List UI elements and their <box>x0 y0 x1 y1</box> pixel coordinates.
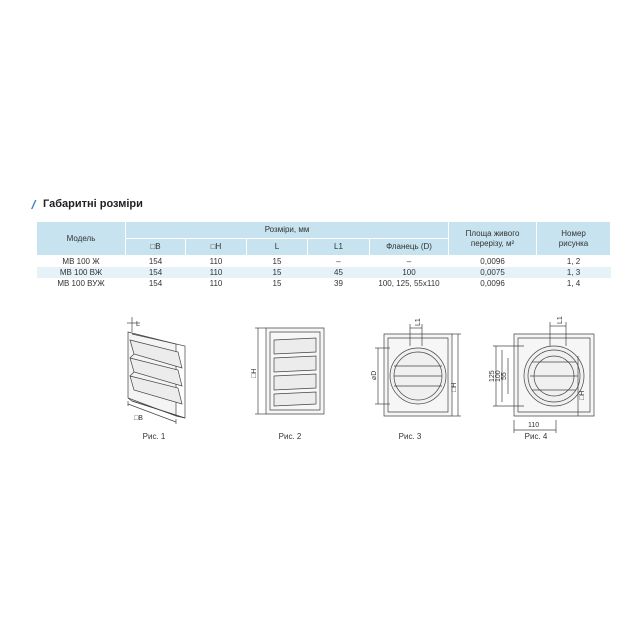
figure-4-label-100: 100 <box>495 370 502 382</box>
header-b: □B <box>125 238 186 256</box>
header-model: Модель <box>36 221 126 256</box>
cell-b: 154 <box>125 267 186 278</box>
header-figure-line1: Номер <box>561 228 586 238</box>
cell-l1: 45 <box>307 267 370 278</box>
cell-l1: 39 <box>334 279 343 288</box>
header-l: L <box>246 238 308 256</box>
figure-1-caption: Рис. 1 <box>142 432 166 441</box>
header-sizes-group: Розміри, мм <box>124 221 450 239</box>
figure-4-label-55: 55 <box>501 372 508 380</box>
section-heading: Габаритні розміри <box>30 196 143 212</box>
header-l1: L1 <box>307 238 370 256</box>
cell-h: 110 <box>185 267 247 278</box>
cell-area: 0,0096 <box>448 255 537 267</box>
figure-1: L □B Рис. 1 <box>92 316 216 444</box>
cell-h: 110 <box>209 279 223 288</box>
figure-4-caption: Рис. 4 <box>524 432 548 441</box>
header-area-line1: Площа живого <box>465 228 520 238</box>
header-area: Площа живого перерізу, м² <box>448 221 538 256</box>
figure-3: L1 ⌀D □H Рис. 3 <box>348 316 472 444</box>
figure-3-caption: Рис. 3 <box>398 432 422 441</box>
cell-l: 15 <box>272 279 282 288</box>
cell-area: 0,0075 <box>448 267 537 278</box>
figure-4-drawing: L1 125 100 55 □H 110 <box>489 316 595 433</box>
cell-l: 15 <box>246 267 308 278</box>
figure-2-caption: Рис. 2 <box>278 432 302 441</box>
figure-4-label-h: □H <box>579 391 586 400</box>
figure-2: □H Рис. 2 <box>228 316 352 444</box>
table-row: МВ 100 ВЖ 154 110 15 45 100 0,0075 1, 3 <box>36 267 611 278</box>
figure-2-label-h: □H <box>251 369 258 378</box>
cell-flange: 100, 125, 55x110 <box>378 279 440 288</box>
cell-l: 15 <box>246 255 308 267</box>
figure-1-label-l: L <box>136 321 140 328</box>
cell-l1: – <box>307 255 370 267</box>
figure-4-label-l1: L1 <box>557 316 564 324</box>
figure-1-drawing: L □B <box>127 317 186 424</box>
cell-model: МВ 100 ВЖ <box>36 267 126 278</box>
dimensions-table: Модель Розміри, мм Площа живого перерізу… <box>36 221 612 289</box>
figure-4-label-110: 110 <box>528 422 539 429</box>
figure-3-drawing: L1 ⌀D □H <box>371 318 461 417</box>
figure-3-label-d: ⌀D <box>371 371 378 380</box>
cell-flange: – <box>369 255 449 267</box>
header-figure: Номер рисунка <box>536 221 612 256</box>
section-bullet-icon <box>31 199 37 209</box>
section-title: Габаритні розміри <box>43 198 143 210</box>
cell-figure: 1, 4 <box>566 279 581 288</box>
table-row: МВ 100 Ж 154 110 15 – – 0,0096 1, 2 <box>36 255 611 267</box>
cell-figure: 1, 3 <box>536 267 611 278</box>
table-row: МВ 100 ВУЖ 154 110 15 39 100, 125, 55x11… <box>37 278 611 289</box>
cell-model: МВ 100 ВУЖ <box>57 279 105 288</box>
header-flange: Фланець (D) <box>368 238 450 256</box>
header-area-line2: перерізу, м² <box>470 238 515 248</box>
cell-b: 154 <box>148 279 163 288</box>
header-h: □H <box>185 238 247 256</box>
cell-b: 154 <box>125 255 186 267</box>
cell-figure: 1, 2 <box>536 255 611 267</box>
figure-2-drawing: □H <box>251 327 325 415</box>
cell-flange: 100 <box>369 267 449 278</box>
figure-3-label-h: □H <box>451 383 458 392</box>
cell-model: МВ 100 Ж <box>36 255 126 267</box>
cell-h: 110 <box>185 255 247 267</box>
figure-3-label-l1: L1 <box>415 318 422 326</box>
figure-4-label-125: 125 <box>489 370 496 382</box>
cell-area: 0,0096 <box>480 279 505 288</box>
figure-4: L1 125 100 55 □H 110 Рис. 4 <box>474 316 598 444</box>
header-figure-line2: рисунка <box>558 238 589 248</box>
figure-1-label-b: □B <box>134 415 143 422</box>
